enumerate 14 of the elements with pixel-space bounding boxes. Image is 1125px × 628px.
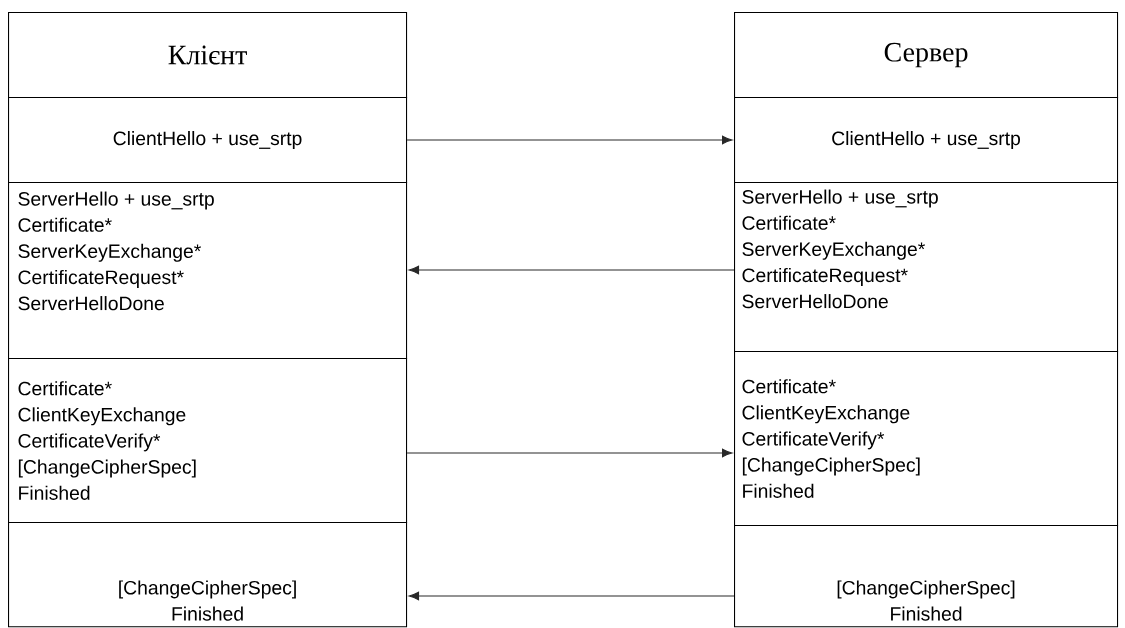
- arrow: [406, 135, 733, 145]
- column-header: Сервер: [734, 12, 1119, 99]
- message-cell: ClientHello + use_srtp: [734, 97, 1119, 184]
- arrow: [406, 448, 733, 458]
- message-cell: ServerHello + use_srtp Certificate* ServerKeyExchange* CertificateRequest* ServerHelloDone: [8, 182, 408, 360]
- message-cell: Certificate* ClientKeyExchange CertificateVerify* [ChangeCipherSpec] Finished: [734, 351, 1119, 527]
- message-cell: ServerHello + use_srtp Certificate* ServerKeyExchange* CertificateRequest* ServerHelloDone: [734, 182, 1119, 353]
- message-cell: Certificate* ClientKeyExchange CertificateVerify* [ChangeCipherSpec] Finished: [8, 358, 408, 524]
- message-cell: ClientHello + use_srtp: [8, 97, 408, 184]
- arrow: [408, 265, 735, 275]
- column-header: Клієнт: [8, 12, 408, 99]
- message-cell: [ChangeCipherSpec] Finished: [8, 522, 408, 628]
- message-cell: [ChangeCipherSpec] Finished: [734, 525, 1119, 628]
- arrow: [408, 591, 735, 601]
